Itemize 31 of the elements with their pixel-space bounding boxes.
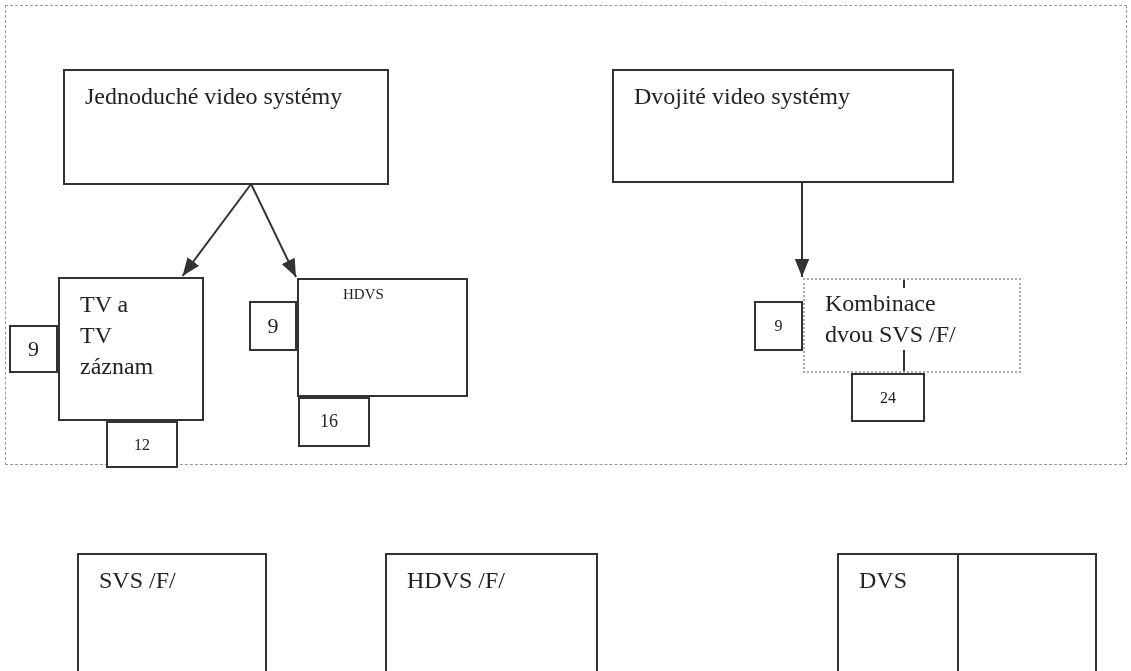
system-box xyxy=(77,553,267,671)
number-tag xyxy=(754,301,803,351)
arrow xyxy=(181,183,253,277)
arrow xyxy=(250,183,297,278)
box-label: Jednoduché video systémy xyxy=(85,82,343,111)
system-box xyxy=(385,553,598,671)
box-label: 9 xyxy=(267,313,279,339)
system-box xyxy=(803,278,1021,373)
number-tag xyxy=(106,421,178,468)
box-label: 12 xyxy=(134,435,150,454)
box-label: 24 xyxy=(880,388,896,407)
system-box xyxy=(837,553,1097,671)
number-tag xyxy=(851,373,925,422)
box-label: 9 xyxy=(28,336,39,362)
frame-box xyxy=(5,5,1127,465)
box-label: HDVS xyxy=(343,286,384,303)
category-box xyxy=(63,69,389,185)
box-label: DVS xyxy=(859,566,907,595)
category-box xyxy=(612,69,954,183)
box-label: Dvojité video systémy xyxy=(634,82,850,111)
number-tag xyxy=(249,301,297,351)
system-box xyxy=(297,278,468,397)
box-label: TV a TV záznam xyxy=(80,290,155,382)
box-label: SVS /F/ xyxy=(99,566,176,595)
system-box xyxy=(58,277,204,421)
number-tag xyxy=(298,397,370,447)
arrow xyxy=(794,181,810,278)
number-tag xyxy=(9,325,58,373)
box-label: HDVS /F/ xyxy=(407,566,506,595)
box-label: 9 xyxy=(774,317,783,335)
box-label: 16 xyxy=(320,412,338,432)
